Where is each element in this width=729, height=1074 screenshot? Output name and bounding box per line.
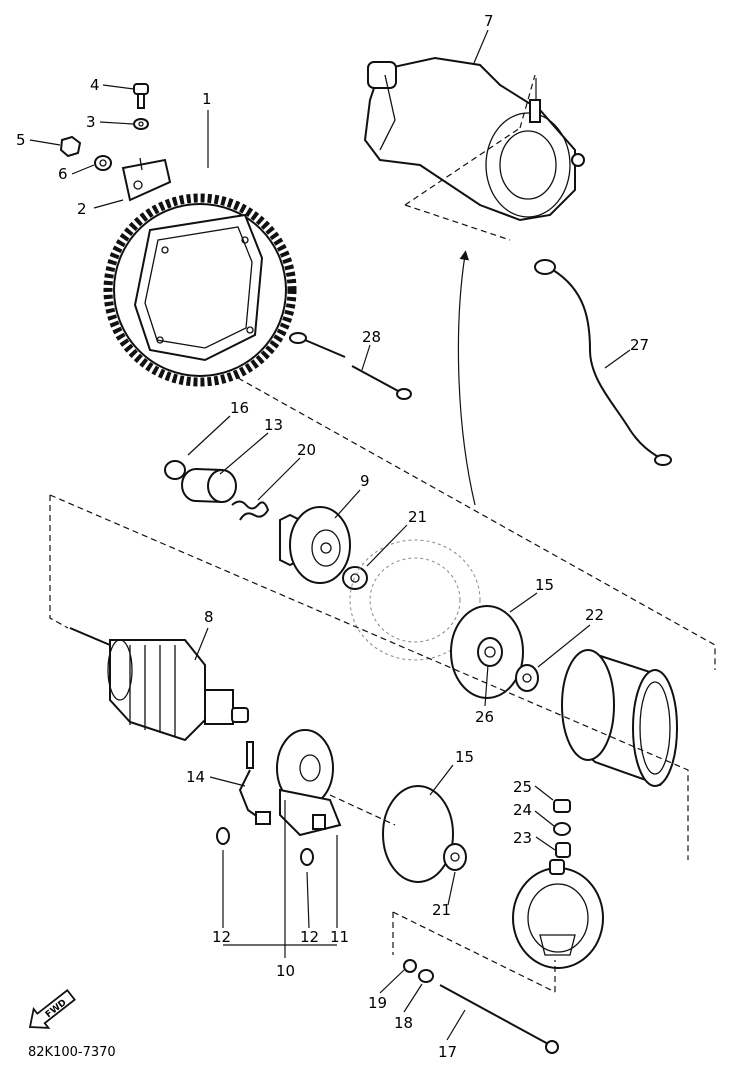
through-bolt xyxy=(439,984,559,1054)
pinion-clutch-9 xyxy=(279,506,351,584)
callout-12b: 12 xyxy=(300,928,319,946)
ground-lead xyxy=(289,332,412,400)
callout-21b: 21 xyxy=(432,901,451,919)
callout-24: 24 xyxy=(513,801,532,819)
callout-23: 23 xyxy=(513,829,532,847)
callout-27: 27 xyxy=(630,336,649,354)
nut-25 xyxy=(553,799,571,813)
collar xyxy=(94,155,112,171)
washer-18 xyxy=(418,969,434,983)
callout-16: 16 xyxy=(230,399,249,417)
rear-cover xyxy=(512,859,604,969)
callout-20: 20 xyxy=(297,441,316,459)
o-ring-15b xyxy=(382,785,454,883)
callout-1: 1 xyxy=(202,90,212,108)
fwd-arrow-icon: FWD xyxy=(28,988,76,1029)
sleeve-13 xyxy=(181,468,237,504)
callout-18: 18 xyxy=(394,1014,413,1032)
callout-7: 7 xyxy=(484,12,494,30)
housing-ghost xyxy=(349,539,481,661)
callout-17: 17 xyxy=(438,1043,457,1061)
assembly-outlines xyxy=(49,74,716,993)
starter-motor-assembly xyxy=(363,56,585,222)
callout-2: 2 xyxy=(77,200,87,218)
callout-15a: 15 xyxy=(535,576,554,594)
circlip-12a xyxy=(216,827,230,845)
callout-15b: 15 xyxy=(455,748,474,766)
washer-21b xyxy=(443,843,467,871)
washer-19 xyxy=(403,959,417,973)
callout-11: 11 xyxy=(330,928,349,946)
starter-lead-wire xyxy=(534,259,672,466)
callout-21a: 21 xyxy=(408,508,427,526)
callout-25: 25 xyxy=(513,778,532,796)
callout-3: 3 xyxy=(86,113,96,131)
bolt xyxy=(133,83,149,109)
ring-gear xyxy=(103,193,297,387)
bracket xyxy=(121,157,172,202)
drawing-code: 82K100-7370 xyxy=(28,1045,116,1060)
callout-19: 19 xyxy=(368,994,387,1012)
washer-24 xyxy=(553,822,571,836)
brush-holder-plate xyxy=(276,729,342,837)
callout-22: 22 xyxy=(585,606,604,624)
callout-10: 10 xyxy=(276,962,295,980)
callout-4: 4 xyxy=(90,76,100,94)
yoke-housing xyxy=(561,649,678,787)
brush-lead xyxy=(238,741,271,825)
circlip-12b xyxy=(300,848,314,866)
callout-12a: 12 xyxy=(212,928,231,946)
spring-20 xyxy=(231,500,270,521)
nut xyxy=(59,135,82,158)
callout-13: 13 xyxy=(264,416,283,434)
circlip-16 xyxy=(164,460,186,480)
callout-6: 6 xyxy=(58,165,68,183)
callout-8: 8 xyxy=(204,608,214,626)
lock-washer xyxy=(133,118,149,130)
washer-22 xyxy=(515,664,539,692)
callout-14: 14 xyxy=(186,768,205,786)
o-ring-15a xyxy=(450,605,524,699)
callout-9: 9 xyxy=(360,472,370,490)
insulator-23 xyxy=(555,842,571,858)
callout-28: 28 xyxy=(362,328,381,346)
callout-26: 26 xyxy=(475,708,494,726)
callout-5: 5 xyxy=(16,131,26,149)
armature xyxy=(69,627,249,742)
callout-labels: 1 2 3 4 5 6 7 8 9 10 11 12 12 13 14 15 1… xyxy=(16,12,649,1061)
leader-lines xyxy=(29,29,631,1041)
